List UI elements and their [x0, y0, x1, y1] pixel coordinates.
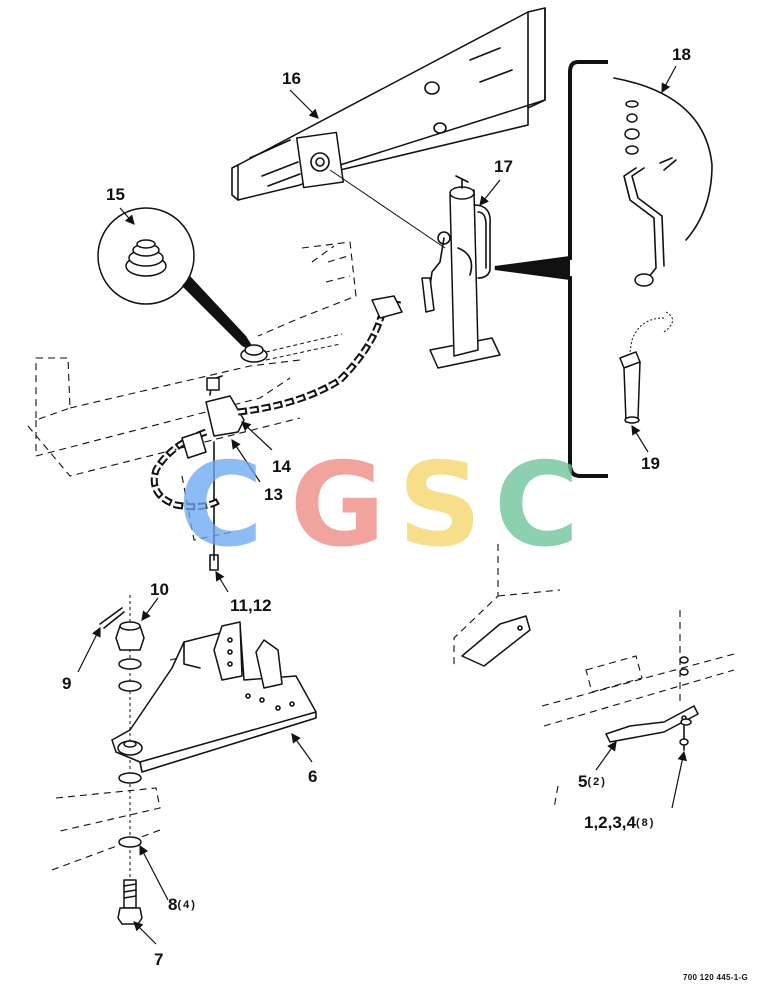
callout-13: 13	[264, 485, 283, 504]
detail-bracket	[494, 60, 608, 478]
tongue-bracket-16	[231, 7, 546, 201]
callout-15: 15	[106, 185, 125, 204]
callout-1-4-qty: (8)	[636, 817, 656, 830]
callout-1-4-number: 1,2,3,4	[584, 813, 636, 832]
callout-14: 14	[272, 457, 291, 476]
crank-handle-18	[613, 77, 713, 287]
safety-chain-14	[150, 295, 403, 511]
callout-1-2-3-4: 1,2,3,4(8)	[584, 814, 655, 831]
callout-16: 16	[282, 69, 301, 88]
callout-8-qty: (4)	[177, 899, 197, 912]
watermark-letter-1: C	[178, 438, 264, 573]
leader-lines	[77, 65, 687, 945]
jack-stand-17	[421, 175, 501, 369]
watermark-letter-4: C	[494, 438, 580, 573]
callout-5-number: 5	[578, 772, 588, 791]
pin-19	[619, 311, 673, 424]
callout-5-qty: (2)	[587, 776, 607, 789]
callout-8-number: 8	[168, 895, 178, 914]
callout-19: 19	[641, 454, 660, 473]
pin-connection-line	[329, 169, 446, 249]
callout-18: 18	[672, 45, 691, 64]
hardware-stack-9-10	[99, 607, 145, 925]
callout-7: 7	[154, 950, 164, 969]
watermark-letter-3: S	[398, 438, 482, 573]
right-frame-5	[453, 544, 735, 809]
callout-9: 9	[62, 674, 72, 693]
callout-11-12: 11,12	[230, 596, 272, 615]
callout-8: 8(4)	[168, 896, 197, 913]
document-number: 700 120 445-1-G	[683, 973, 748, 982]
callout-5: 5(2)	[578, 773, 607, 790]
callout-10: 10	[150, 580, 169, 599]
hitch-plate-6	[51, 595, 317, 878]
callout-17: 17	[494, 157, 513, 176]
hitch-frame	[27, 241, 357, 571]
grommet-detail-15	[97, 207, 256, 352]
callout-6: 6	[308, 767, 318, 786]
watermark-letter-2: G	[290, 438, 386, 573]
